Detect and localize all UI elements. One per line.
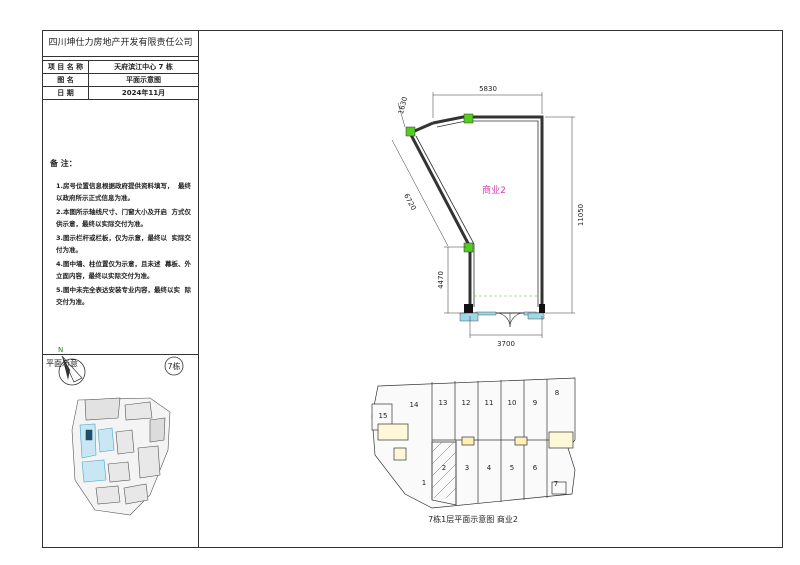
key-unit-13: 13 — [439, 399, 448, 407]
note-2: 2.本图所示轴线尺寸、门窗大小及开启 方式仅供示意，最终以实际交付为准。 — [56, 208, 192, 228]
building-badge-label: 7栋 — [167, 361, 180, 371]
key-plan-labels: 15 14 13 12 11 10 9 8 1 2 3 4 5 6 7 — [379, 389, 560, 488]
key-unit-12: 12 — [462, 399, 471, 407]
info-table: 项 目 名 称 天府滨江中心 7 栋 图 名 平面示意图 日 期 2024年11… — [42, 60, 199, 100]
date-row: 日 期 2024年11月 — [42, 86, 199, 100]
key-unit-7: 7 — [554, 480, 558, 488]
key-plan — [371, 377, 576, 509]
key-plan-caption: 7栋1层平面示意图 商业2 — [428, 514, 518, 524]
dim-diag-long: 6720 — [402, 192, 417, 211]
site-plan — [71, 397, 171, 516]
key-unit-2: 2 — [442, 464, 446, 472]
key-unit-11: 11 — [485, 399, 494, 407]
note-1: 1.房号位置信息根据政府提供资料填写， 最终以政府所示正式信息为准。 — [56, 182, 192, 202]
floor-plan: 5830 1630 6720 11050 4470 3700 商业2 — [391, 85, 585, 348]
company-name: 四川坤仕力房地产开发有限责任公司 — [42, 30, 199, 57]
key-unit-9: 9 — [533, 399, 537, 407]
title-block: 四川坤仕力房地产开发有限责任公司 项 目 名 称 天府滨江中心 7 栋 图 名 … — [42, 30, 199, 548]
key-unit-5: 5 — [510, 464, 514, 472]
date-value: 2024年11月 — [88, 86, 199, 100]
unit-label: 商业2 — [482, 184, 506, 196]
north-arrow-icon: N — [58, 346, 86, 386]
note-5: 5.图中未完全表达安装专业内容，最终以实 际交付为准。 — [56, 286, 192, 306]
notes-list: 1.房号位置信息根据政府提供资料填写， 最终以政府所示正式信息为准。 2.本图所… — [56, 180, 196, 310]
key-unit-3: 3 — [465, 464, 469, 472]
note-4: 4.图中墙、柱位置仅为示意，且未述 幕板、外立面内容，最终以实际交付为准。 — [56, 260, 192, 280]
dim-right: 11050 — [577, 204, 585, 226]
key-unit-4: 4 — [487, 464, 492, 472]
notes-title: 备 注： — [50, 159, 77, 168]
note-3: 3.图示栏杆或栏板，仅为示意，最终以 实际交付为准。 — [56, 234, 192, 254]
key-unit-6: 6 — [533, 464, 538, 472]
dim-diag-top: 1630 — [397, 96, 409, 115]
key-unit-15: 15 — [379, 412, 388, 420]
drawing-frame — [42, 30, 783, 548]
key-unit-10: 10 — [508, 399, 517, 407]
key-unit-8: 8 — [555, 389, 559, 397]
dim-left-lower: 4470 — [437, 271, 445, 289]
site-plan-separator — [42, 354, 199, 355]
dim-top: 5830 — [479, 85, 497, 93]
key-unit-1: 1 — [422, 479, 426, 487]
key-unit-14: 14 — [410, 401, 419, 409]
dim-bottom: 3700 — [497, 340, 515, 348]
building-badge: 7栋 — [164, 356, 184, 376]
svg-text:N: N — [58, 346, 63, 354]
